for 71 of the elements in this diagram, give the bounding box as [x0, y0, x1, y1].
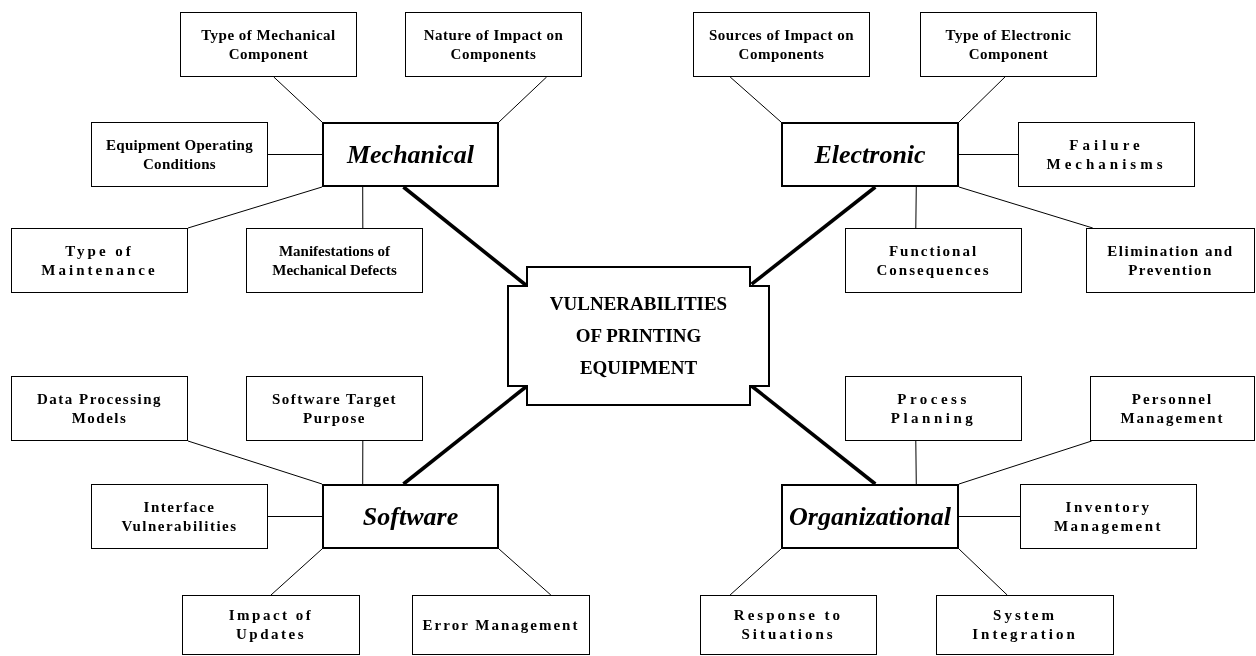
topic-label: Data Processing Models — [35, 389, 164, 428]
topic-label: Type of Electronic Component — [944, 25, 1073, 64]
connector-line — [362, 186, 364, 229]
topic-box — [11, 376, 188, 441]
category-box — [781, 484, 959, 549]
category-label: Organizational — [789, 501, 951, 532]
topic-box — [936, 595, 1114, 655]
topic-label: Equipment Operating Conditions — [105, 135, 254, 174]
topic-label: Impact of Updates — [227, 606, 315, 644]
connector-line — [958, 154, 1019, 155]
topic-box — [412, 595, 590, 655]
connector-line — [958, 516, 1021, 517]
category-box — [322, 484, 499, 549]
topic-label: Inventory Management — [1052, 497, 1165, 536]
topic-label: Manifestations of Mechanical Defects — [271, 241, 398, 280]
connector-line — [958, 186, 1094, 229]
topic-box — [700, 595, 877, 655]
topic-box — [11, 228, 188, 293]
category-box — [322, 122, 499, 187]
topic-box — [246, 228, 423, 293]
topic-box — [1086, 228, 1255, 293]
topic-box — [246, 376, 423, 441]
connector-line — [498, 548, 552, 596]
topic-box — [920, 12, 1097, 77]
connector-line — [273, 76, 323, 123]
topic-box — [180, 12, 357, 77]
topic-box — [91, 484, 268, 549]
topic-label: Elimination and Prevention — [1106, 241, 1235, 280]
connector-line — [915, 186, 917, 229]
topic-box — [1020, 484, 1197, 549]
connector-line — [729, 76, 782, 123]
topic-box — [1090, 376, 1255, 441]
topic-label: Process Planning — [889, 389, 978, 428]
central-topic-box — [507, 266, 770, 406]
connector-line — [958, 76, 1006, 123]
topic-label: Software Target Purpose — [270, 389, 399, 428]
topic-label: Sources of Impact on Components — [707, 25, 856, 64]
connector-line — [362, 440, 364, 485]
connector-line — [958, 440, 1093, 485]
topic-label: Failure Mechanisms — [1045, 135, 1168, 174]
topic-box — [845, 376, 1022, 441]
topic-box — [845, 228, 1022, 293]
topic-box — [405, 12, 582, 77]
connector-line — [729, 548, 782, 596]
topic-label: Type of Maintenance — [40, 241, 159, 280]
topic-label: Error Management — [421, 615, 581, 635]
category-box — [781, 122, 959, 187]
topic-label: Personnel Management — [1119, 389, 1226, 428]
topic-label: System Integration — [971, 606, 1079, 644]
topic-label: Nature of Impact on Components — [422, 25, 565, 64]
category-label: Electronic — [814, 139, 926, 170]
connector-line — [915, 440, 917, 485]
topic-box — [693, 12, 870, 77]
topic-label: Functional Consequences — [875, 241, 992, 280]
connector-line — [267, 516, 323, 517]
connector-line — [187, 186, 323, 229]
topic-box — [1018, 122, 1195, 187]
connector-line — [270, 548, 323, 596]
connector-line — [958, 548, 1008, 596]
topic-label: Interface Vulnerabilities — [120, 497, 239, 536]
topic-label: VULNERABILITIES OF PRINTING EQUIPMENT — [548, 292, 729, 380]
category-label: Software — [362, 501, 459, 532]
topic-label: Response to Situations — [732, 606, 845, 644]
connector-line — [498, 76, 548, 123]
topic-label: Type of Mechanical Component — [200, 25, 337, 64]
connector-line — [750, 185, 877, 286]
connector-line — [187, 440, 323, 485]
topic-box — [91, 122, 268, 187]
connector-line — [267, 154, 323, 155]
category-label: Mechanical — [346, 139, 475, 170]
topic-box — [182, 595, 360, 655]
